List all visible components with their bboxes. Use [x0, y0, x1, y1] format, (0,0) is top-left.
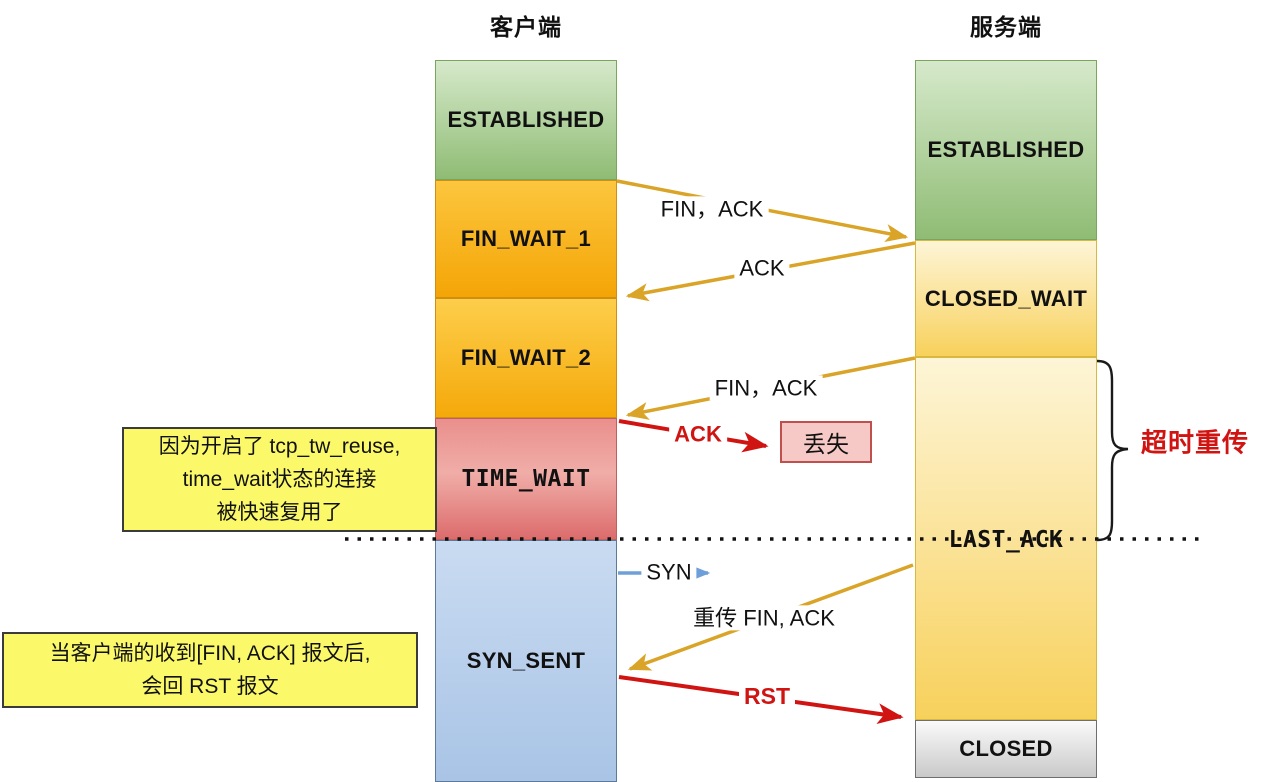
server-state-closed: CLOSED [915, 720, 1097, 778]
client-state-fin-wait-1-label: FIN_WAIT_1 [460, 226, 592, 251]
ack-1-label: ACK [734, 255, 790, 281]
server-state-closed-wait-label: CLOSED_WAIT [924, 285, 1088, 311]
client-state-fin-wait-2: FIN_WAIT_2 [435, 298, 617, 418]
rst-label: RST [739, 682, 795, 710]
ack-lost-label: ACK [669, 421, 727, 447]
rst-note-line-1: 当客户端的收到[FIN, ACK] 报文后, [49, 642, 371, 665]
rst-note: 当客户端的收到[FIN, ACK] 报文后, 会回 RST 报文 [2, 632, 418, 708]
client-state-time-wait: TIME_WAIT [435, 418, 617, 540]
client-state-syn-sent-label: SYN_SENT [466, 648, 586, 673]
server-column-title: 服务端 [970, 14, 1042, 40]
server-state-closed-wait: CLOSED_WAIT [915, 240, 1097, 357]
tw-reuse-note: 因为开启了 tcp_tw_reuse, time_wait状态的连接 被快速复用… [122, 427, 437, 532]
tw-reuse-note-line-1: 因为开启了 tcp_tw_reuse, [158, 435, 401, 458]
syn-label: SYN [641, 559, 697, 585]
client-state-fin-wait-1: FIN_WAIT_1 [435, 180, 617, 298]
lost-box-label: 丢失 [803, 431, 849, 457]
rst-note-line-2: 会回 RST 报文 [141, 675, 279, 698]
fin-ack-1-label: FIN，ACK [655, 196, 769, 222]
client-state-time-wait-label: TIME_WAIT [461, 466, 591, 492]
retrans-fin-ack-label: 重传 FIN, ACK [688, 605, 840, 631]
fin-ack-2-label: FIN，ACK [709, 375, 823, 401]
tw-reuse-note-line-3: 被快速复用了 [216, 501, 343, 524]
server-state-closed-label: CLOSED [959, 736, 1053, 761]
client-state-syn-sent: SYN_SENT [435, 540, 617, 782]
tw-reuse-note-line-2: time_wait状态的连接 [182, 468, 377, 491]
server-state-last-ack-label: LAST_ACK [948, 527, 1064, 553]
timeout-retransmission-label: 超时重传 [1140, 427, 1250, 458]
server-state-established-label: ESTABLISHED [927, 137, 1085, 162]
timeout-brace [1096, 359, 1129, 542]
client-state-established-label: ESTABLISHED [447, 107, 605, 132]
client-state-established: ESTABLISHED [435, 60, 617, 180]
lost-box: 丢失 [780, 421, 872, 463]
server-state-established: ESTABLISHED [915, 60, 1097, 240]
client-column-title: 客户端 [490, 14, 562, 40]
client-state-fin-wait-2-label: FIN_WAIT_2 [460, 345, 592, 370]
